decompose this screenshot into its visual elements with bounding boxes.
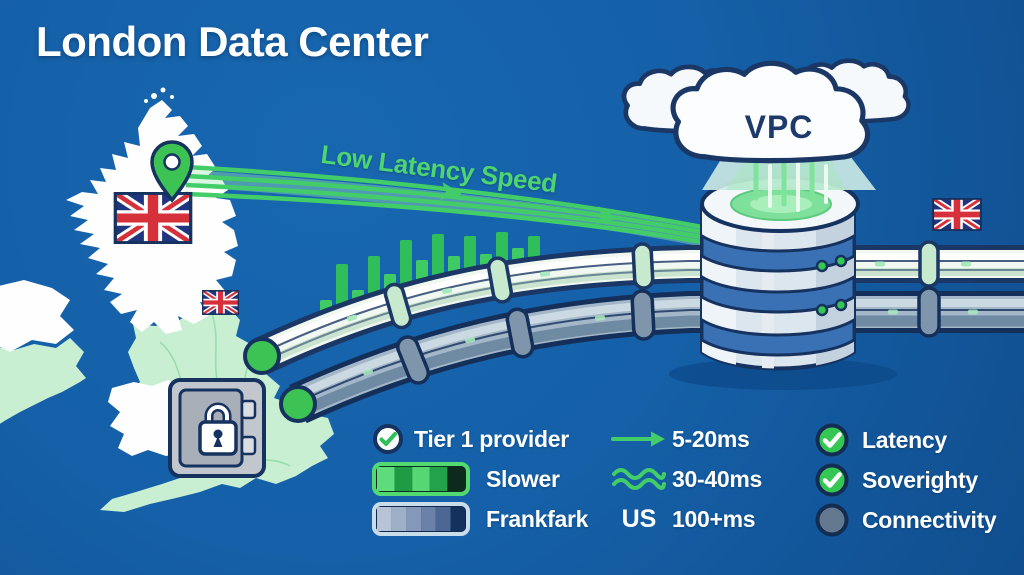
legend-item-slower: Slower bbox=[372, 460, 588, 498]
uk-flag-icon bbox=[202, 290, 239, 315]
vpc-label: VPC bbox=[745, 109, 814, 145]
padlock-icon bbox=[198, 402, 238, 456]
database-top-glow-inner bbox=[750, 195, 812, 213]
uk-flag-icon bbox=[114, 192, 192, 244]
vault-icon bbox=[168, 378, 266, 478]
legend-label: Latency bbox=[862, 426, 947, 453]
check-circle-filled-icon bbox=[815, 423, 849, 457]
fiber-pipe-upper bbox=[253, 240, 1024, 374]
northern-ireland-landmass bbox=[0, 280, 74, 352]
check-circle-icon bbox=[373, 424, 403, 454]
uk-flag-icon bbox=[932, 198, 982, 231]
legend-item-sovereignty: Soverighty bbox=[814, 460, 996, 500]
legend-label: 100+ms bbox=[672, 505, 756, 532]
legend-item-fast: 5-20ms bbox=[606, 420, 762, 458]
scottish-islands bbox=[144, 87, 174, 103]
legend-item-tier1: Tier 1 provider bbox=[372, 420, 588, 458]
legend-item-us: US 100+ms bbox=[606, 500, 762, 538]
legend-label: Connectivity bbox=[862, 506, 997, 533]
fiber-pipe-lower bbox=[289, 286, 1024, 424]
legend-label: Slower bbox=[486, 465, 560, 492]
legend-item-connectivity: Connectivity bbox=[814, 500, 997, 540]
ireland-landmass bbox=[0, 338, 86, 424]
legend-label: Soverighty bbox=[862, 466, 978, 493]
legend-status: Latency Soverighty Connectivity bbox=[814, 420, 997, 540]
location-pin-icon bbox=[150, 140, 194, 203]
database-shadow bbox=[669, 358, 897, 390]
latency-arrowhead-icon bbox=[439, 182, 618, 224]
beam-data-streaks bbox=[753, 151, 828, 212]
vpc-cloud: VPC bbox=[624, 61, 908, 161]
database-bands bbox=[700, 233, 856, 357]
waves-icon bbox=[612, 468, 666, 490]
pipe-data-dashes bbox=[363, 309, 978, 376]
us-region-label: US bbox=[621, 504, 657, 533]
legend-label: Tier 1 provider bbox=[414, 425, 569, 452]
legend-item-latency: Latency bbox=[814, 420, 996, 460]
database-led bbox=[815, 254, 848, 317]
plain-circle-icon bbox=[815, 503, 849, 537]
page-title: London Data Center bbox=[36, 18, 429, 65]
legend-label: Frankfark bbox=[486, 505, 589, 532]
legend-item-frankfurt: Frankfark bbox=[372, 500, 588, 538]
blue-gradient-bar-icon bbox=[372, 502, 470, 536]
pipe-coupler bbox=[396, 286, 941, 385]
legend-latency-scale: 5-20ms 30-40ms US 100+ms bbox=[606, 420, 762, 540]
database-icon bbox=[669, 175, 897, 390]
latency-lines bbox=[185, 164, 704, 247]
pipe-coupler bbox=[383, 240, 940, 330]
legend-providers: Tier 1 provider Slower bbox=[372, 420, 588, 540]
arrow-right-icon bbox=[611, 431, 665, 447]
pipe-data-dashes bbox=[346, 261, 971, 322]
legend-label: 5-20ms bbox=[672, 425, 750, 452]
check-circle-filled-icon bbox=[815, 463, 849, 497]
legend-item-medium: 30-40ms bbox=[606, 460, 762, 498]
legend-label: 30-40ms bbox=[672, 465, 762, 492]
connection-node bbox=[243, 337, 317, 423]
green-gradient-bar-icon bbox=[372, 462, 470, 496]
